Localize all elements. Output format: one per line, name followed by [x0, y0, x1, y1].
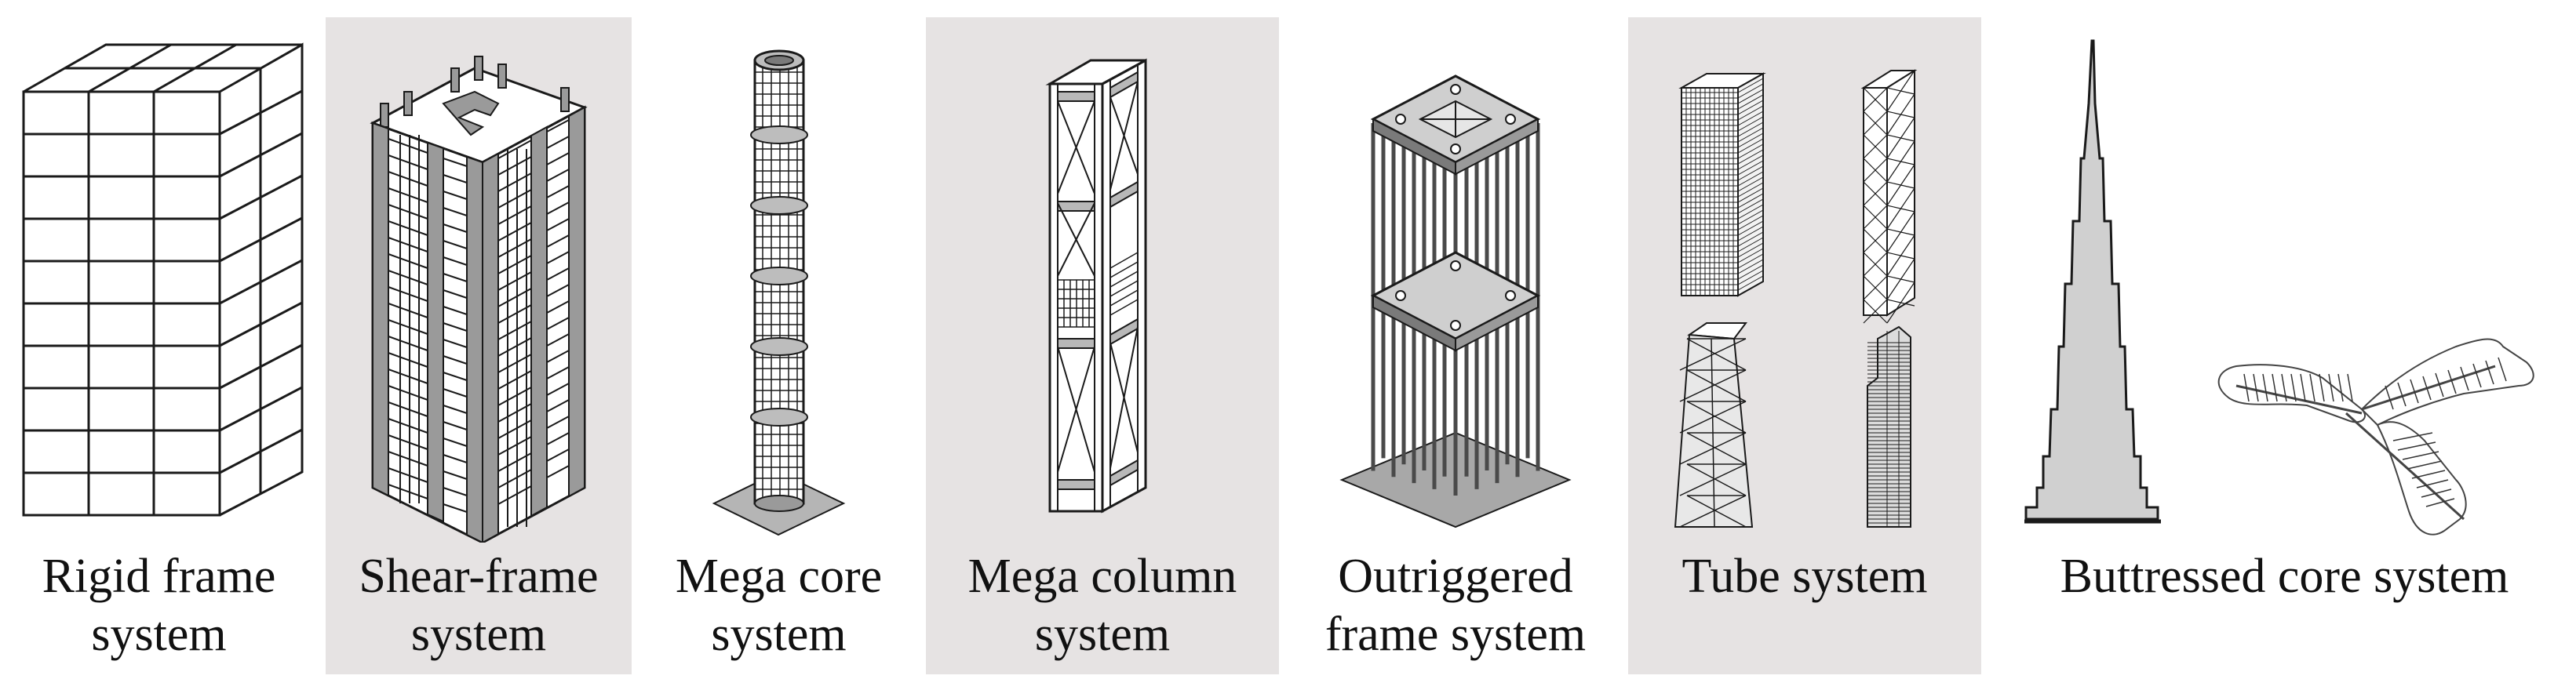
caption-buttressed-core: Buttressed core system	[1993, 547, 2576, 605]
panel-mega-core: Mega core system	[643, 17, 914, 674]
tube-diagram	[1674, 69, 1918, 528]
caption-shear-frame: Shear-frame system	[326, 547, 632, 663]
framed-tube	[1678, 72, 1766, 297]
y-plan	[2217, 338, 2534, 536]
rigid-frame-diagram	[22, 42, 304, 517]
braced-tube	[1860, 69, 1918, 324]
panel-rigid-frame: Rigid frame system	[0, 17, 318, 674]
caption-line2: system	[711, 608, 847, 661]
caption-line1: Tube system	[1682, 550, 1928, 603]
panel-outriggered-frame: Outriggered frame system	[1295, 17, 1616, 674]
mega-core-diagram	[712, 49, 846, 536]
caption-rigid-frame: Rigid frame system	[0, 547, 318, 663]
caption-mega-core: Mega core system	[643, 547, 914, 663]
caption-tube: Tube system	[1628, 547, 1981, 605]
buttressed-core-diagram	[2024, 39, 2534, 536]
panel-mega-column: Mega column system	[926, 17, 1279, 674]
tower-elevation	[2024, 39, 2161, 524]
panel-buttressed-core: Buttressed core system	[1993, 17, 2576, 674]
caption-line1: Shear-frame	[359, 550, 599, 603]
caption-line1: Rigid frame	[42, 550, 276, 603]
caption-mega-column: Mega column system	[926, 547, 1279, 663]
caption-outriggered-frame: Outriggered frame system	[1295, 547, 1616, 663]
tapered-tube	[1674, 322, 1754, 528]
panel-shear-frame: Shear-frame system	[326, 17, 632, 674]
shear-frame-diagram	[370, 56, 588, 543]
caption-line1: Buttressed core system	[2060, 550, 2509, 603]
caption-line2: system	[410, 608, 547, 661]
caption-line2: system	[1034, 608, 1171, 661]
caption-line1: Outriggered	[1338, 550, 1573, 603]
caption-line2: frame system	[1324, 608, 1587, 661]
outriggered-frame-diagram	[1339, 74, 1572, 528]
caption-line1: Mega core	[675, 550, 883, 603]
caption-line2: system	[91, 608, 227, 661]
caption-line1: Mega column	[967, 550, 1237, 603]
bundled-tube	[1867, 325, 1911, 528]
panel-tube: Tube system	[1628, 17, 1981, 674]
mega-column-diagram	[1045, 58, 1147, 514]
